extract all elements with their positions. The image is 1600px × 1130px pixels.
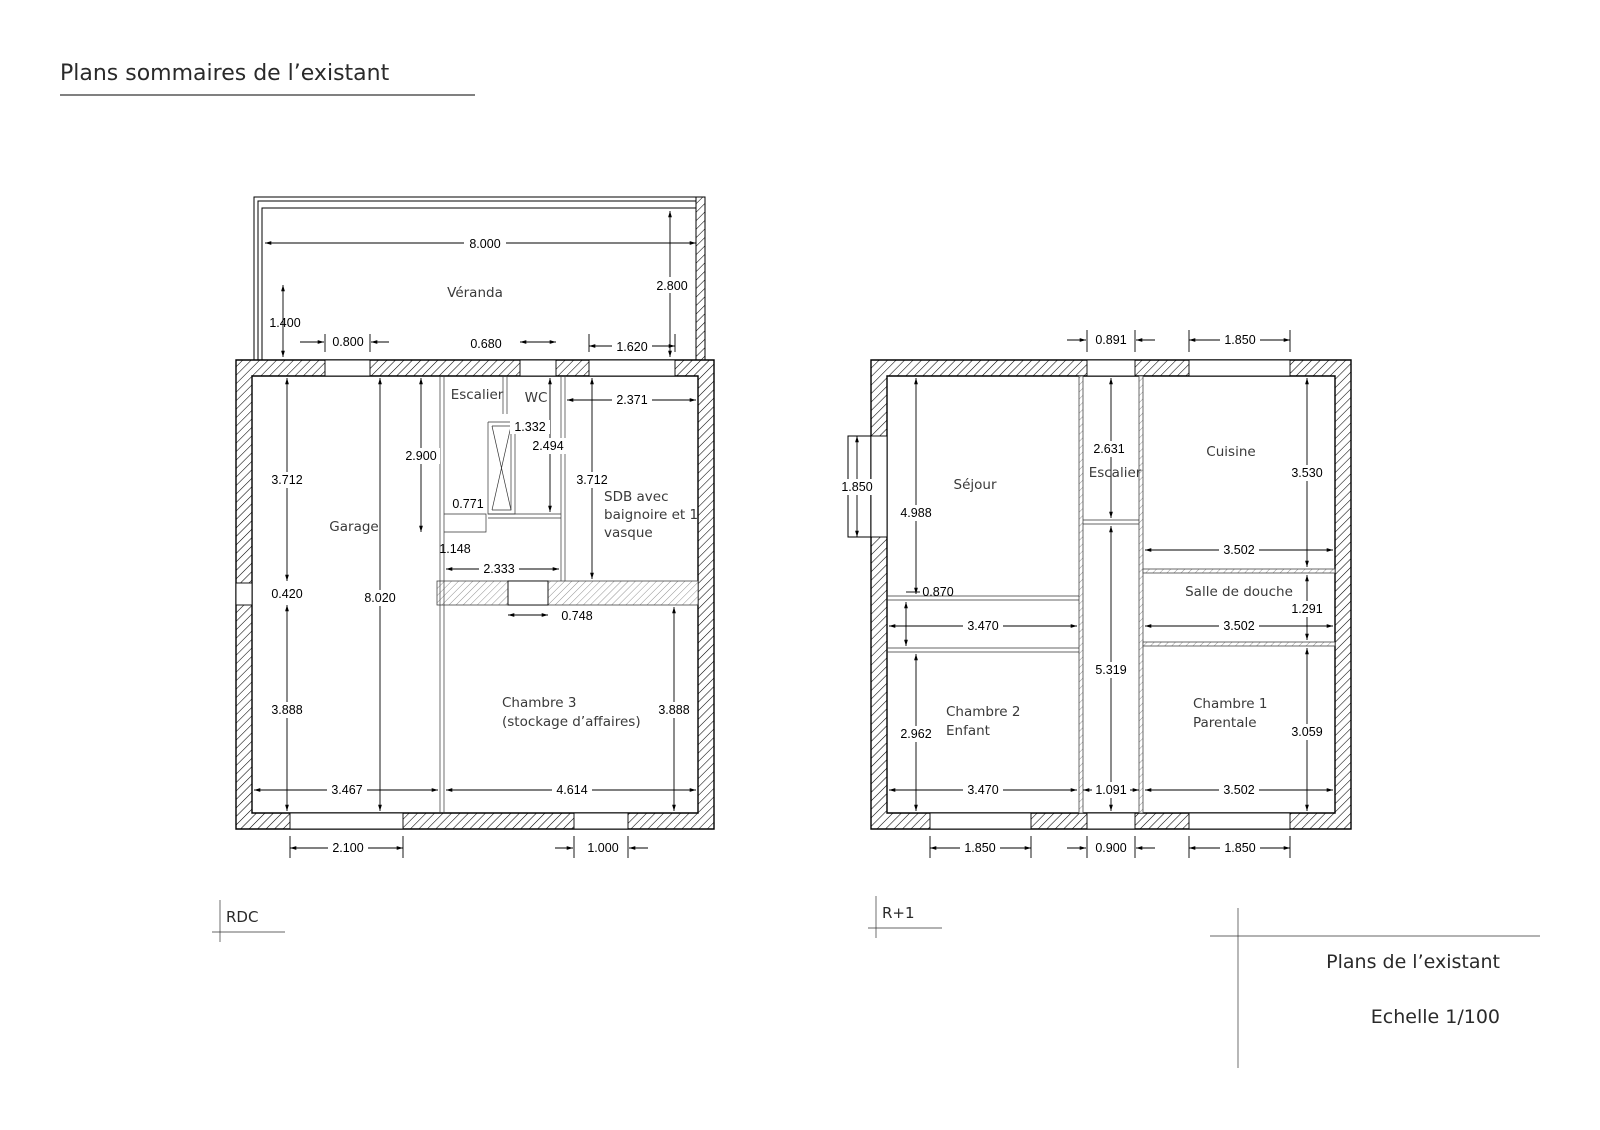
dim-label: 0.680 [470, 337, 501, 351]
dim-label: 1.620 [616, 340, 647, 354]
rdc-room-labels: Véranda Garage Escalier WC SDB avec baig… [329, 285, 698, 730]
room-wc: WC [525, 390, 548, 406]
r1-level-tag: R+1 [868, 896, 942, 938]
dim-label: 2.962 [900, 727, 931, 741]
room-chambre1: Parentale [1193, 715, 1257, 731]
room-sdb: baignoire et 1 [604, 507, 698, 523]
dim-label: 8.020 [364, 591, 395, 605]
rdc-level-tag: RDC [212, 900, 285, 942]
dim-label: 0.748 [561, 609, 592, 623]
room-garage: Garage [329, 519, 378, 535]
dim-label: 2.900 [405, 449, 436, 463]
dim-label: 3.502 [1223, 543, 1254, 557]
room-cuisine: Cuisine [1206, 444, 1255, 460]
dim-label: 1.850 [841, 480, 872, 494]
r1-room-labels: Séjour Escalier Cuisine Salle de douche … [946, 444, 1293, 739]
dim-label: 2.494 [532, 439, 563, 453]
dim-label: 2.800 [656, 279, 687, 293]
room-chambre3: (stockage d’affaires) [502, 714, 641, 730]
dim-label: 3.467 [331, 783, 362, 797]
dim-label: 3.712 [576, 473, 607, 487]
room-chambre1: Chambre 1 [1193, 696, 1267, 712]
rdc-outer-walls [235, 359, 715, 830]
title-block: Plans de l’existant Echelle 1/100 [1210, 908, 1540, 1068]
dim-label: 2.100 [332, 841, 363, 855]
dim-label: 0.420 [271, 587, 302, 601]
veranda-outline [253, 196, 706, 361]
dim-label: 0.771 [452, 497, 483, 511]
room-chambre3: Chambre 3 [502, 695, 576, 711]
room-chambre2: Chambre 2 [946, 704, 1020, 720]
dim-label: 3.530 [1291, 466, 1322, 480]
dim-label: 1.850 [1224, 841, 1255, 855]
dim-label: 2.371 [616, 393, 647, 407]
dim-label: 1.091 [1095, 783, 1126, 797]
rdc-dimension-labels: 8.000 2.800 1.400 0.800 0.680 1.620 3.71… [268, 235, 693, 856]
room-sdb: vasque [604, 525, 653, 541]
dim-label: 1.291 [1291, 602, 1322, 616]
r1-partitions [887, 375, 1336, 814]
dim-label: 3.470 [967, 783, 998, 797]
dim-label: 1.148 [439, 542, 470, 556]
dim-label: 3.059 [1291, 725, 1322, 739]
dim-label: 5.319 [1095, 663, 1126, 677]
dim-label: 1.850 [1224, 333, 1255, 347]
rdc-plan: 8.000 2.800 1.400 0.800 0.680 1.620 3.71… [212, 196, 715, 942]
dim-label: 2.333 [483, 562, 514, 576]
r1-outer-walls [847, 359, 1352, 830]
dim-label: 3.888 [658, 703, 689, 717]
room-salle-de-douche: Salle de douche [1185, 584, 1293, 600]
dim-label: 3.502 [1223, 783, 1254, 797]
r1-plan: 0.891 1.850 1.850 4.988 2.631 3.530 0.87… [838, 330, 1352, 938]
rdc-partitions [436, 376, 699, 813]
room-sdb: SDB avec [604, 489, 669, 505]
r1-label: R+1 [882, 904, 915, 922]
cartouche-title: Plans de l’existant [1326, 951, 1500, 973]
r1-dimension-labels: 0.891 1.850 1.850 4.988 2.631 3.530 0.87… [838, 332, 1326, 856]
dim-label: 8.000 [469, 237, 500, 251]
dim-label: 1.850 [964, 841, 995, 855]
room-escalier: Escalier [1089, 465, 1142, 481]
room-sejour: Séjour [954, 477, 997, 493]
dim-label: 3.502 [1223, 619, 1254, 633]
dim-label: 0.870 [922, 585, 953, 599]
room-escalier: Escalier [451, 387, 504, 403]
dim-label: 3.712 [271, 473, 302, 487]
dim-label: 3.470 [967, 619, 998, 633]
rdc-label: RDC [226, 908, 258, 926]
dim-label: 0.800 [332, 335, 363, 349]
cartouche-scale: Echelle 1/100 [1371, 1006, 1500, 1028]
page-title: Plans sommaires de l’existant [60, 61, 390, 86]
room-veranda: Véranda [447, 285, 503, 301]
dim-label: 1.000 [587, 841, 618, 855]
room-chambre2: Enfant [946, 723, 990, 739]
dim-label: 0.900 [1095, 841, 1126, 855]
dim-label: 4.614 [556, 783, 587, 797]
dim-label: 1.400 [269, 316, 300, 330]
dim-label: 2.631 [1093, 442, 1124, 456]
dim-label: 1.332 [514, 420, 545, 434]
dim-label: 4.988 [900, 506, 931, 520]
dim-label: 0.891 [1095, 333, 1126, 347]
dim-label: 3.888 [271, 703, 302, 717]
